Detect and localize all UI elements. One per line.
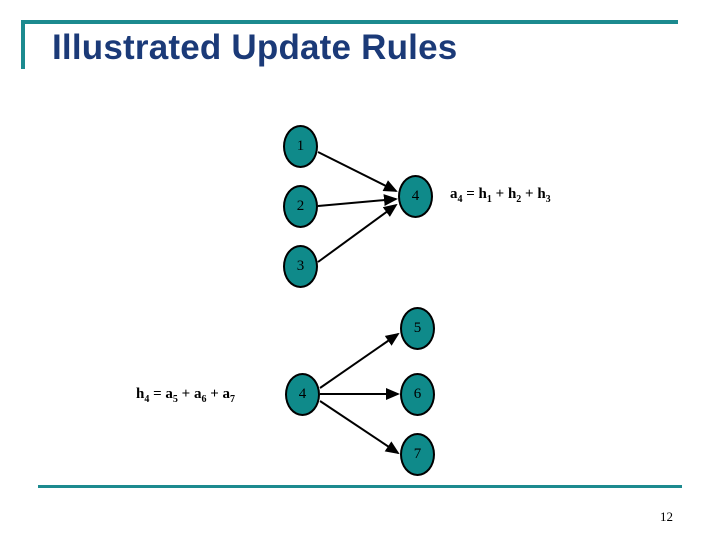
page-title: Illustrated Update Rules [52,28,458,67]
graph-node-label: 6 [413,386,422,402]
graph-node-7: 7 [400,433,435,476]
edges-incoming [317,151,398,263]
graph-edge [317,194,398,207]
graph-edge [319,400,400,455]
graph-edge [317,151,398,192]
graph-edge [319,332,400,389]
graph-node-2: 2 [283,185,318,228]
equation-incoming: a4 = h1 + h2 + h3 [450,186,551,205]
graph-node-label: 3 [296,258,305,274]
graph-node-label: 2 [296,198,305,214]
graph-node-4: 4 [285,373,320,416]
footer-rule [38,485,682,488]
graph-edge [317,203,398,263]
title-rule-left [21,20,25,69]
graph-node-label: 4 [411,188,420,204]
graph-node-6: 6 [400,373,435,416]
title-rule-top [21,20,678,24]
graph-node-label: 1 [296,138,305,154]
graph-node-label: 5 [413,320,422,336]
graph-node-3: 3 [283,245,318,288]
graph-node-label: 4 [298,386,307,402]
graph-node-1: 1 [283,125,318,168]
graph-node-4: 4 [398,175,433,218]
graph-node-label: 7 [413,446,422,462]
edges-outgoing [319,332,400,455]
equation-outgoing: h4 = a5 + a6 + a7 [136,386,236,405]
page-number: 12 [660,509,673,524]
graph-node-5: 5 [400,307,435,350]
